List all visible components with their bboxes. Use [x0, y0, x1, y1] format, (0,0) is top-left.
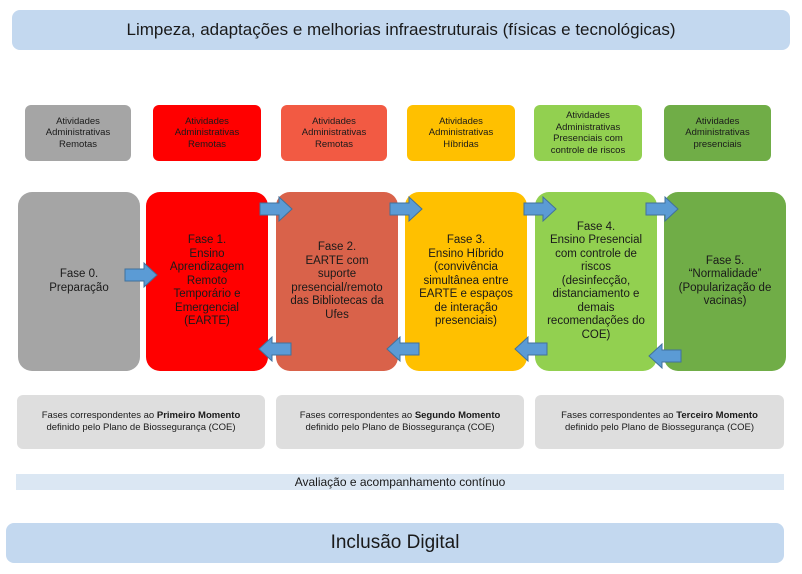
activity-box-3: Atividades Administrativas Híbridas — [407, 105, 515, 161]
phase-5-box: Fase 5. “Normalidade” (Popularização de … — [664, 192, 786, 371]
evaluation-bar: Avaliação e acompanhamento contínuo — [16, 474, 784, 490]
phase-4-box: Fase 4. Ensino Presencial com controle d… — [535, 192, 657, 371]
activity-box-4: Atividades Administrativas Presenciais c… — [534, 105, 642, 161]
first-moment-box: Fases correspondentes ao Primeiro Moment… — [17, 395, 265, 449]
arrow-right-icon — [259, 196, 293, 222]
activity-box-2: Atividades Administrativas Remotas — [281, 105, 387, 161]
digital-inclusion-banner: Inclusão Digital — [6, 523, 784, 563]
arrow-left-icon — [386, 336, 420, 362]
arrow-left-icon — [514, 336, 548, 362]
second-moment-box: Fases correspondentes ao Segundo Momento… — [276, 395, 524, 449]
arrow-right-icon — [645, 196, 679, 222]
arrow-right-icon — [523, 196, 557, 222]
arrow-right-icon — [389, 196, 423, 222]
phase-2-box: Fase 2. EARTE com suporte presencial/rem… — [276, 192, 398, 371]
phase-1-box: Fase 1. Ensino Aprendizagem Remoto Tempo… — [146, 192, 268, 371]
phase-3-box: Fase 3. Ensino Híbrido (convivência simu… — [405, 192, 527, 371]
third-moment-box: Fases correspondentes ao Terceiro Moment… — [535, 395, 784, 449]
arrow-right-icon — [124, 262, 158, 288]
activity-box-1: Atividades Administrativas Remotas — [153, 105, 261, 161]
arrow-left-icon — [258, 336, 292, 362]
activity-box-5: Atividades Administrativas presenciais — [664, 105, 771, 161]
arrow-left-icon — [648, 343, 682, 369]
phase-0-box: Fase 0. Preparação — [18, 192, 140, 371]
activity-box-0: Atividades Administrativas Remotas — [25, 105, 131, 161]
infrastructure-banner: Limpeza, adaptações e melhorias infraest… — [12, 10, 790, 50]
